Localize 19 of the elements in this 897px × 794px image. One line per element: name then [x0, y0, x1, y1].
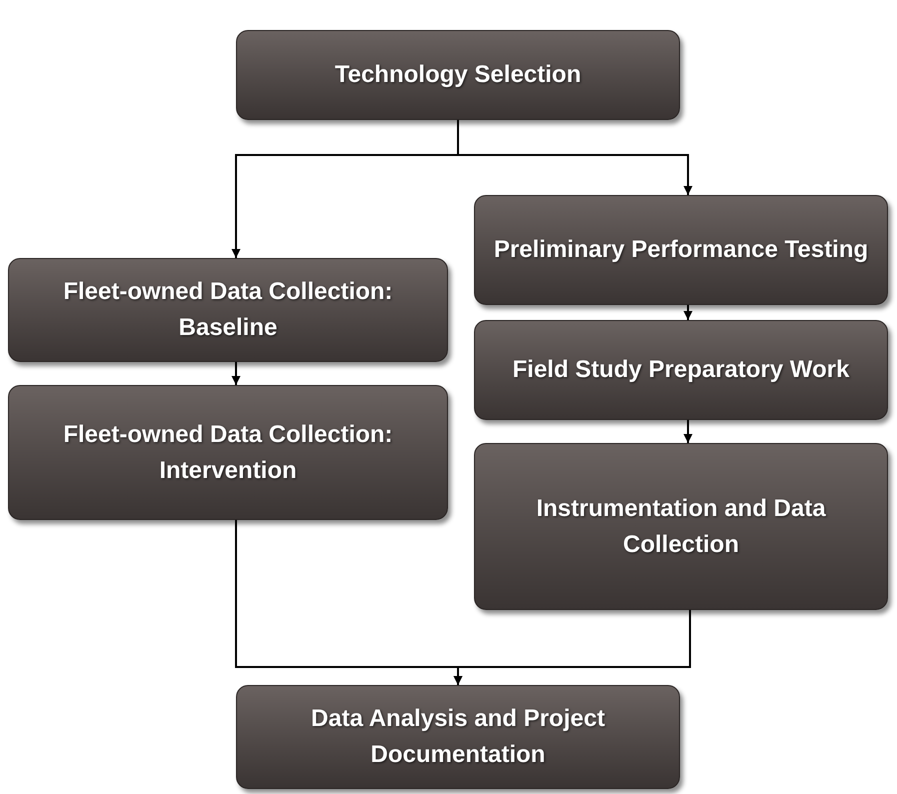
arrow: [454, 610, 691, 685]
arrow: [684, 420, 692, 443]
process-box: [236, 30, 680, 120]
box-label: Technology Selection: [334, 60, 582, 90]
process-box: [474, 195, 888, 305]
box-label: Fleet-owned Data Collection: Intervention: [62, 420, 394, 486]
box-label: Preliminary Performance Testing: [494, 235, 868, 265]
arrow: [684, 305, 692, 320]
process-box: [8, 258, 448, 362]
box-label: Fleet-owned Data Collection: Baseline: [62, 277, 394, 343]
process-box: [474, 320, 888, 420]
box-label: Data Analysis and Project Documentation: [310, 704, 606, 770]
process-box: [236, 685, 680, 789]
process-box: [8, 385, 448, 520]
box-label: Field Study Preparatory Work: [512, 355, 850, 385]
box-label: Instrumentation and Data Collection: [535, 494, 827, 560]
arrow: [232, 362, 240, 385]
process-box: [474, 443, 888, 610]
arrow: [457, 120, 692, 195]
